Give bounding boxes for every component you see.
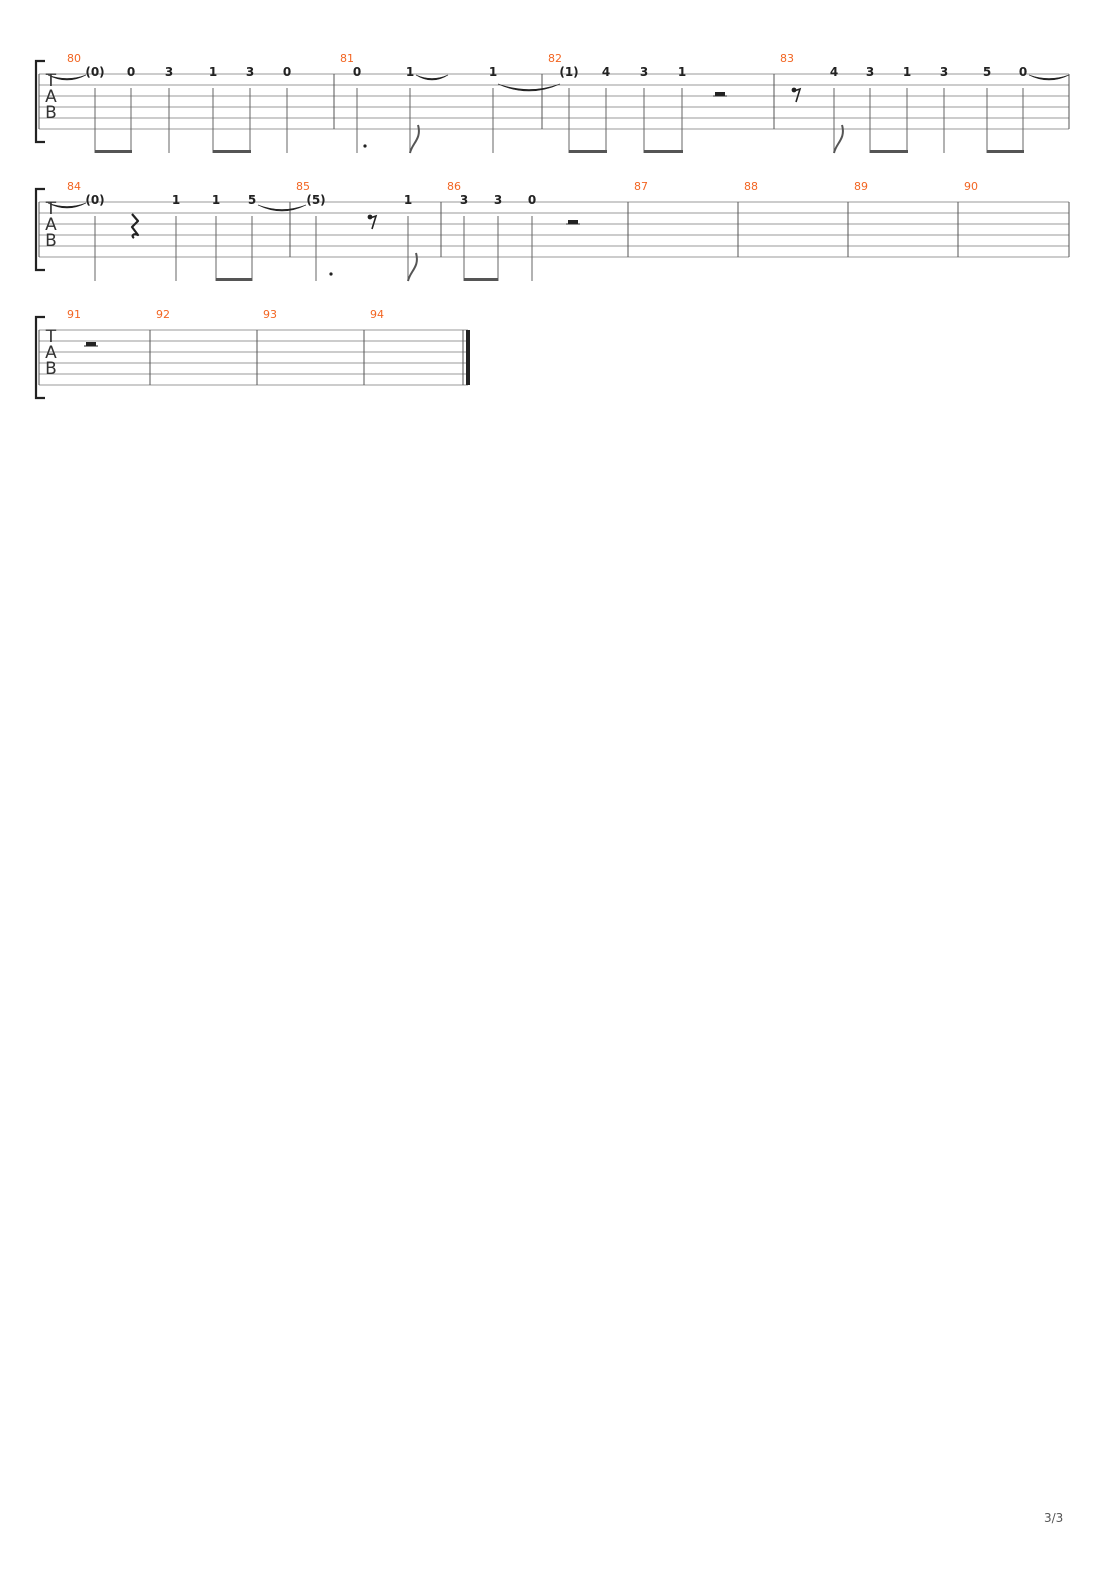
measure-number: 93 xyxy=(263,308,277,321)
tie xyxy=(1028,74,1070,81)
eighth-flag xyxy=(409,124,420,154)
eighth-rest-stem xyxy=(369,214,378,230)
tab-clef-letter: A xyxy=(45,87,57,107)
tie xyxy=(497,83,561,92)
tab-clef-letter: B xyxy=(45,231,57,251)
measure-number: 84 xyxy=(67,180,81,193)
fret-number: 0 xyxy=(1019,65,1027,79)
tie xyxy=(257,204,307,212)
quarter-rest xyxy=(130,213,140,239)
tie xyxy=(415,74,449,81)
fret-number: 0 xyxy=(353,65,361,79)
system-bracket xyxy=(34,187,45,272)
fret-number: 0 xyxy=(528,193,536,207)
fret-number: 5 xyxy=(983,65,991,79)
fret-number: 1 xyxy=(678,65,686,79)
beam xyxy=(987,150,1024,153)
measure-number: 80 xyxy=(67,52,81,65)
fret-number: 3 xyxy=(460,193,468,207)
fret-number: 1 xyxy=(903,65,911,79)
fret-number: 3 xyxy=(246,65,254,79)
measure-number: 94 xyxy=(370,308,384,321)
fret-number: 1 xyxy=(489,65,497,79)
eighth-rest-stem xyxy=(793,87,802,103)
beam xyxy=(213,150,251,153)
staff-lines-layer xyxy=(38,73,1070,386)
fret-number: (1) xyxy=(559,65,578,79)
tab-clef-letter: B xyxy=(45,103,57,123)
fret-number: 3 xyxy=(165,65,173,79)
fret-number: (0) xyxy=(85,65,104,79)
tab-clef-letter: T xyxy=(45,327,57,347)
fret-number: 1 xyxy=(212,193,220,207)
augmentation-dot xyxy=(329,272,333,276)
tie xyxy=(47,74,87,81)
half-rest xyxy=(568,220,578,224)
measure-number: 88 xyxy=(744,180,758,193)
beam xyxy=(569,150,607,153)
fret-number: 3 xyxy=(866,65,874,79)
beam xyxy=(644,150,683,153)
tab-clef-letter: B xyxy=(45,359,57,379)
page-number: 3/3 xyxy=(1044,1511,1064,1525)
fret-number: (5) xyxy=(306,193,325,207)
fret-number: 0 xyxy=(127,65,135,79)
half-rest xyxy=(86,342,96,346)
fret-number: 1 xyxy=(209,65,217,79)
tab-clef-letter: T xyxy=(45,71,57,91)
measure-number: 92 xyxy=(156,308,170,321)
fret-number: 1 xyxy=(404,193,412,207)
fret-number: 3 xyxy=(494,193,502,207)
measure-number: 87 xyxy=(634,180,648,193)
final-barline-thick xyxy=(466,330,470,385)
measure-number: 90 xyxy=(964,180,978,193)
beam xyxy=(870,150,908,153)
fret-number: 3 xyxy=(940,65,948,79)
eighth-flag xyxy=(833,124,844,154)
tie xyxy=(47,202,87,209)
system-bracket xyxy=(34,315,45,400)
fret-number: 5 xyxy=(248,193,256,207)
measure-number: 82 xyxy=(548,52,562,65)
tab-clef-letter: A xyxy=(45,343,57,363)
fret-number: 1 xyxy=(172,193,180,207)
beam xyxy=(216,278,252,281)
beam xyxy=(464,278,498,281)
measure-number: 89 xyxy=(854,180,868,193)
system-bracket xyxy=(34,59,45,144)
fret-number: 3 xyxy=(640,65,648,79)
beam xyxy=(95,150,132,153)
fret-number: 1 xyxy=(406,65,414,79)
tab-clef-letter: T xyxy=(45,199,57,219)
fret-number: 4 xyxy=(830,65,838,79)
augmentation-dot xyxy=(363,144,367,148)
measure-number: 85 xyxy=(296,180,310,193)
measure-number: 86 xyxy=(447,180,461,193)
tab-clef-letter: A xyxy=(45,215,57,235)
measure-number: 91 xyxy=(67,308,81,321)
eighth-flag xyxy=(407,252,418,282)
fret-number: (0) xyxy=(85,193,104,207)
fret-number: 4 xyxy=(602,65,610,79)
fret-number: 0 xyxy=(283,65,291,79)
measure-number: 83 xyxy=(780,52,794,65)
measure-number: 81 xyxy=(340,52,354,65)
half-rest xyxy=(715,92,725,96)
notation-marks-layer xyxy=(34,59,1070,400)
